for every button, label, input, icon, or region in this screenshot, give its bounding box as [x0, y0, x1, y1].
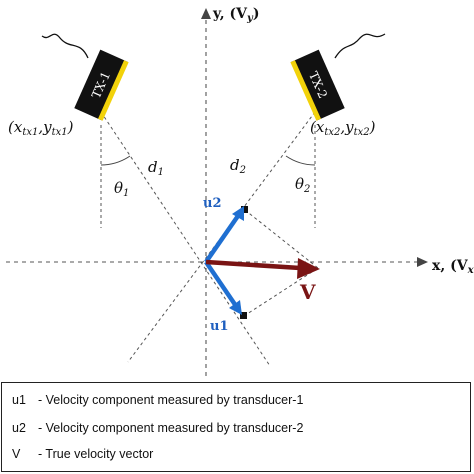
legend-row-u1: u1 - Velocity component measured by trans…	[12, 391, 303, 409]
theta2-label: θ2	[295, 175, 310, 195]
x-axis-label: x, (Vx	[432, 258, 474, 276]
legend-description: - Velocity component measured by transdu…	[38, 421, 304, 435]
d2-label: d2	[230, 156, 246, 176]
u1-arrowhead	[229, 300, 242, 315]
v-label: V	[299, 280, 316, 304]
x-axis-arrow	[417, 257, 428, 267]
projection-line-u2	[244, 209, 319, 269]
legend-key: u2	[12, 421, 26, 435]
legend-description: - Velocity component measured by transdu…	[38, 393, 304, 407]
v-arrowhead	[297, 258, 320, 279]
tx1-cable	[41, 33, 89, 59]
u1-vector	[204, 260, 238, 308]
tx1-beam-line	[100, 111, 271, 367]
projection-line-u1	[243, 267, 319, 317]
v-vector	[205, 259, 301, 271]
legend-key: u1	[12, 393, 26, 407]
theta2-arc	[285, 155, 316, 166]
tx2-coordinate-label: (xtx2,ytx2)	[310, 118, 376, 138]
legend-box: u1 - Velocity component measured by trans…	[1, 382, 471, 472]
legend-row-v: V - True velocity vector	[12, 445, 153, 463]
d1-label: d1	[148, 158, 164, 178]
tx2-cable	[334, 33, 386, 59]
u2-label: u2	[203, 196, 222, 211]
legend-row-u2: u2 - Velocity component measured by trans…	[12, 419, 303, 437]
tx1-coordinate-label: (xtx1,ytx1)	[8, 118, 74, 138]
y-axis-label: y, (Vy)	[212, 6, 259, 24]
y-axis-arrow	[201, 8, 211, 19]
legend-description: - True velocity vector	[38, 447, 154, 461]
u2-arrowhead	[232, 206, 244, 221]
legend-key: V	[12, 447, 21, 461]
right-angle-marker-u1	[240, 312, 247, 319]
u2-vector	[204, 211, 242, 264]
right-angle-marker-u2	[241, 206, 248, 213]
u1-label: u1	[210, 319, 229, 334]
theta1-label: θ1	[114, 179, 129, 199]
tx1-transducer: TX-1	[41, 33, 129, 121]
theta1-arc	[100, 155, 131, 166]
tx2-transducer: TX-2	[290, 33, 386, 121]
